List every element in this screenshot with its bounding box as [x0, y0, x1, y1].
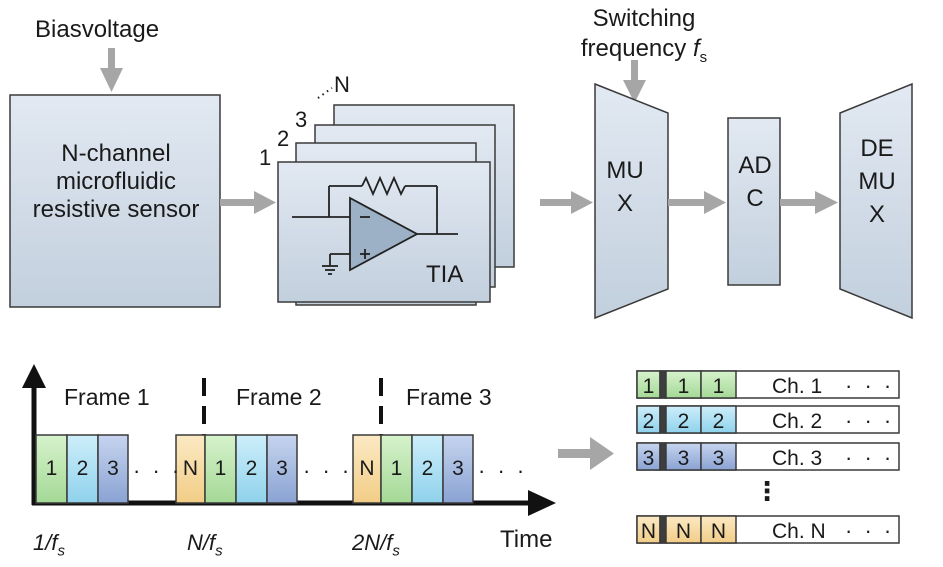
frame-label-3: Frame 3 — [406, 384, 492, 410]
tick-label-3-sub: s — [392, 542, 400, 560]
arrow-timeline-to-channels — [558, 437, 614, 470]
channel-dots-3: · · · — [845, 445, 895, 470]
channel-cell: 1 — [712, 375, 725, 398]
stack-label-2: 2 — [277, 126, 290, 151]
channel-cell: 2 — [642, 410, 655, 433]
slot-label: N — [359, 457, 375, 480]
adc-label: ADC — [738, 152, 772, 212]
frame-label-2: Frame 2 — [236, 384, 322, 410]
channel-cell: N — [675, 520, 692, 543]
mux-block — [594, 82, 669, 320]
channel-cell: N — [640, 520, 657, 543]
slot-1 — [380, 434, 413, 504]
arrow-tia-to-mux — [540, 191, 593, 214]
arrow-sensor-to-tia — [220, 191, 276, 214]
demux-block — [839, 82, 913, 320]
slot-label: 1 — [390, 457, 403, 480]
arrow-adc-to-demux — [780, 191, 838, 214]
channel-cell: 2 — [677, 410, 690, 433]
bias-arrow — [100, 48, 123, 92]
channel-dots-N: · · · — [845, 518, 895, 543]
channel-label-3: Ch. 3 — [772, 447, 823, 470]
slot-3 — [266, 434, 298, 504]
tick-label-2-sub: s — [215, 542, 223, 560]
slot-label: 2 — [76, 457, 89, 480]
channel-label-1: Ch. 1 — [772, 375, 823, 398]
slot-2 — [411, 434, 444, 504]
switching-frequency-label: Switching frequency fs — [564, 4, 724, 73]
tick-label-1-main: 1/f — [33, 530, 58, 555]
channel-label-2: Ch. 2 — [772, 410, 823, 433]
stack-label-N: N — [334, 72, 350, 97]
timeline-slots — [35, 434, 474, 504]
channel-dots-2: · · · — [845, 408, 895, 433]
switching-line1: Switching — [592, 5, 696, 32]
tia-label: TIA — [426, 261, 464, 288]
tick-label-3: 2N/fs — [352, 530, 400, 560]
slot-label: 3 — [452, 457, 464, 480]
slot-1 — [35, 434, 68, 504]
frame-label-1: Frame 1 — [64, 384, 150, 410]
demux-label: DEMUX — [858, 135, 896, 228]
channel-row-1 — [636, 370, 900, 399]
adc-block — [727, 117, 781, 286]
slot-label: 2 — [245, 457, 258, 480]
channel-cell: 2 — [712, 410, 725, 433]
tia-stack — [277, 87, 515, 306]
slot-label: 2 — [421, 457, 434, 480]
slot-label: 3 — [107, 457, 119, 480]
channel-cell: 1 — [642, 375, 655, 398]
tick-label-1: 1/fs — [33, 530, 65, 560]
channel-label-N: Ch. N — [772, 520, 826, 543]
slot-label: 1 — [45, 457, 58, 480]
tick-label-2-main: N/f — [187, 530, 216, 555]
stack-label-3: 3 — [295, 107, 308, 132]
mux-label: MUX — [606, 157, 644, 217]
channel-row-3 — [636, 442, 900, 471]
channel-row-N — [636, 515, 900, 544]
slot-N — [175, 434, 206, 504]
timeline-ellipsis-2: · · · — [303, 458, 353, 483]
channel-cell: 1 — [677, 375, 690, 398]
slot-label: N — [182, 457, 199, 480]
slot-3 — [97, 434, 129, 504]
channel-cell: 3 — [677, 447, 690, 470]
channel-cell: 3 — [642, 447, 655, 470]
stack-label-1: 1 — [259, 145, 272, 170]
switching-symbol: f — [692, 35, 700, 62]
channels-vertical-ellipsis: ⋮ — [754, 476, 780, 506]
tick-label-1-sub: s — [57, 542, 65, 560]
channel-cell: 3 — [712, 447, 725, 470]
tick-label-2: N/fs — [187, 530, 223, 560]
time-axis-label: Time — [500, 526, 553, 553]
channel-dots-1: · · · — [845, 373, 895, 398]
opamp-symbol — [292, 175, 458, 275]
slot-2 — [235, 434, 268, 504]
arrow-mux-to-adc — [668, 191, 726, 214]
stack-ellipsis — [317, 87, 333, 99]
sensor-label: N-channel microfluidic resistive sensor — [32, 140, 200, 223]
switching-arrow — [623, 60, 646, 103]
channel-row-2 — [636, 405, 900, 434]
bias-voltage-label: Biasvoltage — [35, 16, 160, 43]
switching-line2: frequency — [580, 35, 693, 62]
switching-sub: s — [699, 48, 708, 66]
slot-label: 1 — [214, 457, 227, 480]
slot-1 — [204, 434, 237, 504]
slot-3 — [442, 434, 474, 504]
channel-rows — [636, 370, 900, 544]
sensor-block — [9, 94, 221, 308]
channel-cell: N — [710, 520, 727, 543]
slot-label: 3 — [276, 457, 288, 480]
tick-label-3-main: 2N/f — [352, 530, 393, 555]
timeline-ellipsis-1: · · · — [133, 458, 183, 483]
timeline-ellipsis-3: · · · — [478, 458, 528, 483]
